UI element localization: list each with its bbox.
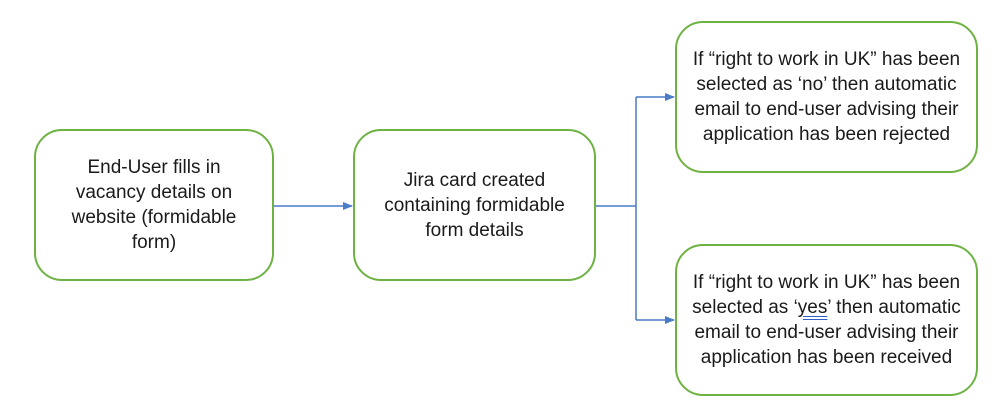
node-application-received: If “right to work in UK” has been select… xyxy=(675,244,978,396)
node-received-label: If “right to work in UK” has been select… xyxy=(689,270,964,370)
node-rejected-label: If “right to work in UK” has been select… xyxy=(692,49,961,145)
node-received-text-before: If “right to work in UK” has been select… xyxy=(692,272,961,318)
node-jira-label: Jira card created containing formidable … xyxy=(384,169,565,241)
node-received-yes-word: yes xyxy=(797,297,828,318)
node-jira-card-created: Jira card created containing formidable … xyxy=(353,129,596,281)
node-application-rejected: If “right to work in UK” has been select… xyxy=(675,21,978,173)
node-received-text-after: ’ then automatic email to end-user advis… xyxy=(694,297,961,368)
node-start-label: End-User fills in vacancy details on web… xyxy=(71,157,237,253)
node-end-user-fills-form: End-User fills in vacancy details on web… xyxy=(34,129,274,281)
